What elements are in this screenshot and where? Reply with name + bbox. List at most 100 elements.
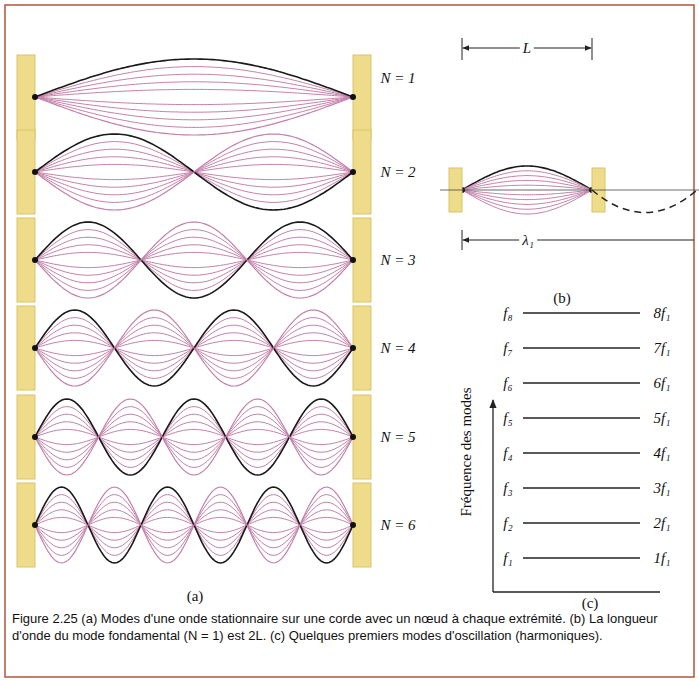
string-shape xyxy=(35,407,353,468)
axis-line xyxy=(440,190,699,191)
fixed-end xyxy=(32,94,38,100)
frequency-value: 8f₁ xyxy=(654,305,671,322)
frequency-level xyxy=(523,347,640,348)
panel-label: (c) xyxy=(582,595,599,612)
string-shape xyxy=(35,237,353,283)
string-shape xyxy=(35,245,353,275)
frequency-level xyxy=(523,417,640,418)
fixed-end xyxy=(32,345,38,351)
string-shape xyxy=(35,67,353,97)
string-shape xyxy=(35,310,353,386)
string-shape xyxy=(35,399,353,475)
string-shape xyxy=(35,237,353,283)
mode-number: N = 5 xyxy=(380,429,415,446)
frequency-name: f₂ xyxy=(503,515,512,532)
frequency-name: f₄ xyxy=(503,445,512,462)
fixed-end xyxy=(32,169,38,175)
frequency-level xyxy=(523,312,640,313)
frequency-name: f₈ xyxy=(503,305,512,322)
string-shape xyxy=(35,74,353,97)
string-shape xyxy=(35,414,353,460)
mode-number: N = 2 xyxy=(380,164,415,181)
string-shape xyxy=(35,252,353,267)
frequency-level xyxy=(523,557,640,558)
frequency-levels xyxy=(523,313,640,558)
mode-number: N = 4 xyxy=(380,340,415,357)
figure-frame xyxy=(5,5,694,677)
string-shape xyxy=(462,166,592,190)
frequency-value: 5f₁ xyxy=(654,410,671,427)
string-shape xyxy=(35,487,353,563)
frequency-panel xyxy=(493,400,660,592)
fixed-end xyxy=(350,257,356,263)
string-shape xyxy=(35,422,353,452)
mode-number: N = 3 xyxy=(380,252,415,269)
string-shape xyxy=(35,429,353,444)
string-shape xyxy=(35,407,353,468)
frequency-name: f₆ xyxy=(503,375,512,392)
frequency-level xyxy=(523,452,640,453)
dashed-continuation xyxy=(592,190,697,213)
string-shape xyxy=(35,399,353,475)
axis xyxy=(492,400,493,592)
string-shape xyxy=(35,97,353,135)
dimension-tick xyxy=(592,38,593,60)
fixed-end xyxy=(350,434,356,440)
frequency-value: 2f₁ xyxy=(654,515,671,532)
string-shape xyxy=(35,59,353,97)
string-shape xyxy=(35,252,353,267)
axis xyxy=(493,591,660,592)
panel-label: (b) xyxy=(553,290,571,307)
frequency-value: 3f₁ xyxy=(654,480,671,497)
string-shape xyxy=(35,222,353,298)
fixed-end xyxy=(350,169,356,175)
string-shape xyxy=(35,97,353,127)
string-shape xyxy=(35,487,353,563)
string-shape xyxy=(35,82,353,97)
frequency-level xyxy=(523,382,640,383)
string-shape xyxy=(35,230,353,291)
dimension-line xyxy=(463,240,694,241)
string-shape xyxy=(35,310,353,386)
frequency-value: 1f₁ xyxy=(654,550,671,567)
fixed-end xyxy=(32,434,38,440)
string-shape xyxy=(462,180,592,190)
string-shape xyxy=(462,176,592,190)
string-shape xyxy=(35,222,353,298)
fixed-end xyxy=(32,522,38,528)
string-shape xyxy=(35,134,353,210)
mode-number: N = 1 xyxy=(380,70,415,87)
string-shape xyxy=(35,134,353,210)
string-shape xyxy=(35,89,353,97)
frequency-value: 6f₁ xyxy=(654,375,671,392)
string-shape xyxy=(35,422,353,452)
string-shape xyxy=(35,97,353,112)
frequency-name: f₁ xyxy=(503,550,512,567)
string-shape xyxy=(35,97,353,120)
frequency-level xyxy=(523,522,640,523)
dimension-tick xyxy=(462,38,463,60)
fixed-end xyxy=(350,522,356,528)
string-shape xyxy=(35,429,353,444)
frequency-name: f₇ xyxy=(503,340,512,357)
dimension-label: L xyxy=(520,40,534,57)
string-shape xyxy=(462,190,592,204)
standing-waves xyxy=(17,55,595,567)
frequency-name: f₃ xyxy=(503,480,512,497)
frequency-value: 4f₁ xyxy=(654,445,671,462)
fundamental-panel xyxy=(440,38,699,250)
string-shape xyxy=(462,185,592,190)
string-shape xyxy=(35,245,353,275)
fixed-end xyxy=(350,345,356,351)
frequency-name: f₅ xyxy=(503,410,512,427)
fixed-end xyxy=(350,94,356,100)
figure-caption: Figure 2.25 (a) Modes d'une onde station… xyxy=(12,611,688,645)
string-shape xyxy=(462,190,592,209)
mode-number: N = 6 xyxy=(380,517,415,534)
frequency-level xyxy=(523,487,640,488)
string-shape xyxy=(462,190,592,214)
fixed-end xyxy=(32,257,38,263)
axis-title: Fréquence des modes xyxy=(458,387,475,516)
frequency-value: 7f₁ xyxy=(654,340,671,357)
